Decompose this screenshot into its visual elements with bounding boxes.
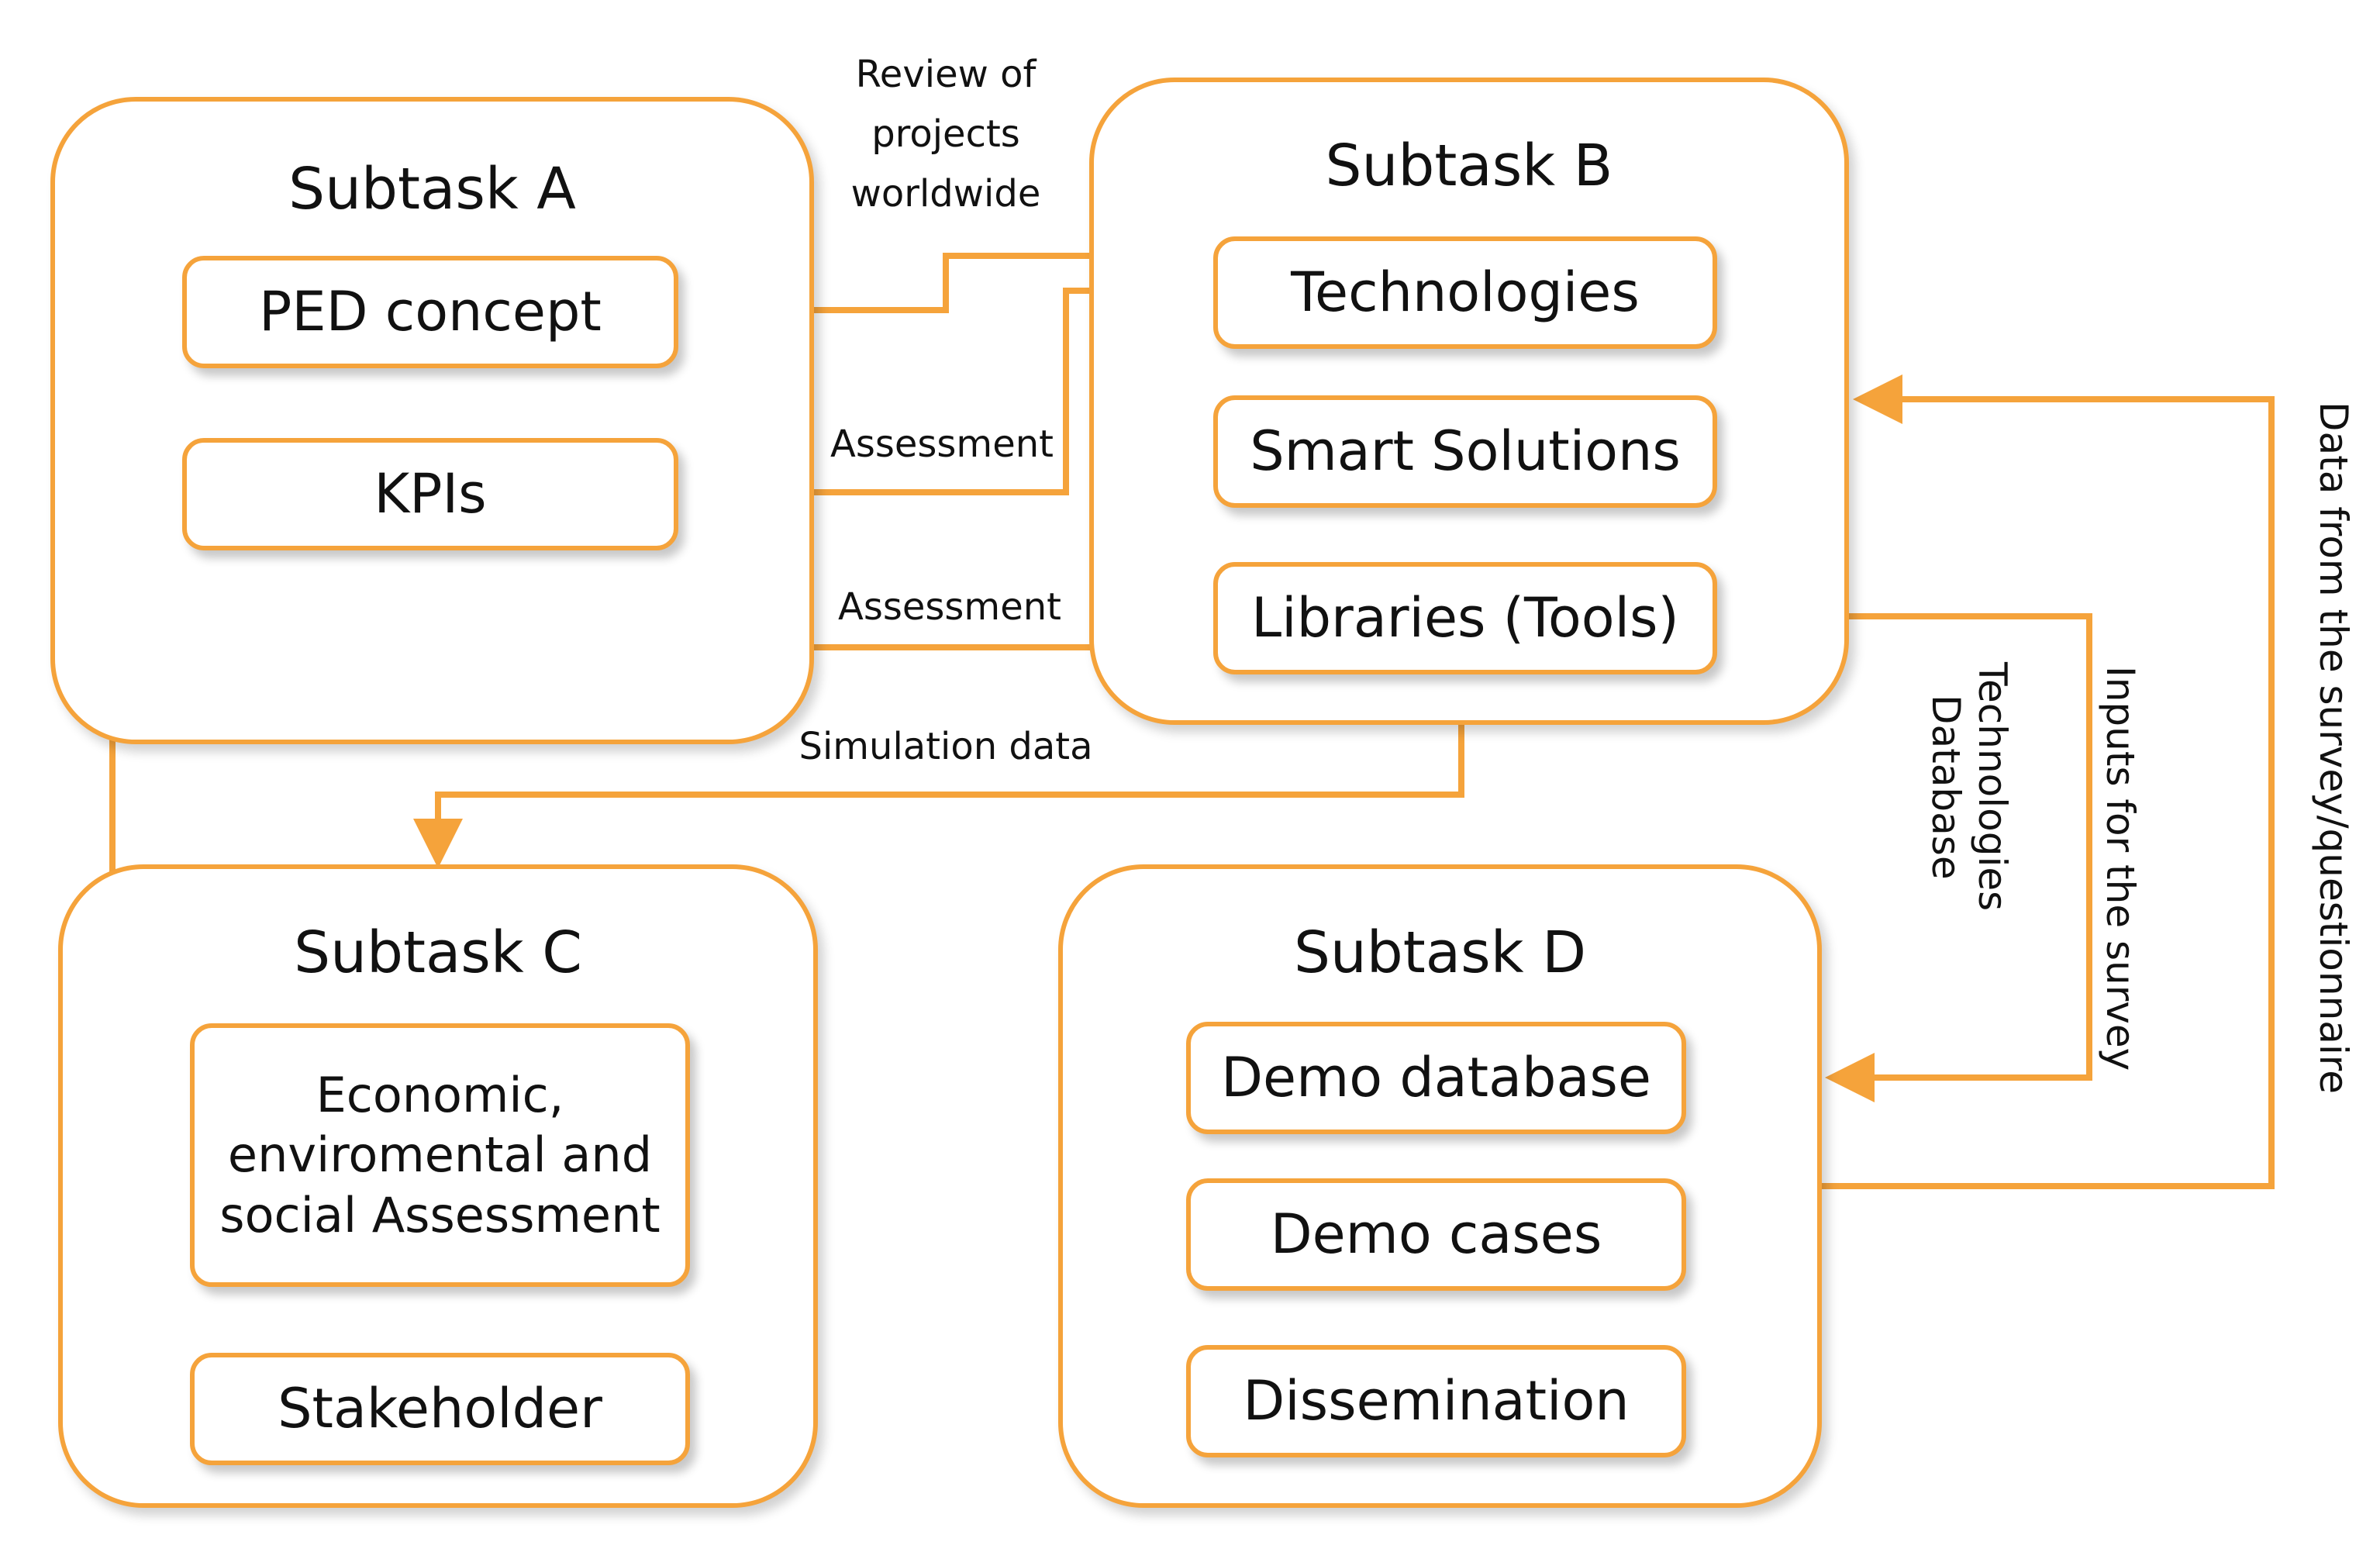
review-label: Review of projects worldwide [850, 53, 1041, 216]
arrow-simulation-data [413, 725, 1464, 868]
technologies-box: Technologies [1213, 236, 1717, 349]
arrow-survey-data [1814, 374, 2275, 1189]
assessment-label-2: Assessment [838, 585, 1061, 629]
subtask-a-title: Subtask A [288, 156, 576, 222]
survey-inputs-label: Inputs for the survey [2098, 665, 2143, 1071]
subtask-d-title: Subtask D [1293, 919, 1587, 986]
demo-database-box: Demo database [1186, 1022, 1686, 1134]
economic-assessment-box: Economic, enviromental and social Assess… [190, 1023, 690, 1287]
dissemination-box: Dissemination [1186, 1345, 1686, 1457]
survey-data-label: Data from the survey/questionnaire [2311, 402, 2356, 1095]
libraries-tools-box: Libraries (Tools) [1213, 562, 1717, 674]
stakeholder-box: Stakeholder [190, 1353, 690, 1465]
technologies-database-label: Technologies Database [1923, 662, 2015, 912]
demo-cases-box: Demo cases [1186, 1178, 1686, 1291]
assessment-label-1: Assessment [830, 423, 1054, 466]
simulation-data-label: Simulation data [799, 725, 1093, 768]
subtask-a-panel: Subtask A [50, 97, 814, 744]
subtask-c-title: Subtask C [294, 919, 582, 986]
kpis-box: KPIs [182, 438, 678, 550]
arrow-survey-inputs [1825, 613, 2092, 1102]
subtask-b-title: Subtask B [1325, 133, 1613, 199]
ped-concept-box: PED concept [182, 256, 678, 368]
smart-solutions-box: Smart Solutions [1213, 395, 1717, 508]
